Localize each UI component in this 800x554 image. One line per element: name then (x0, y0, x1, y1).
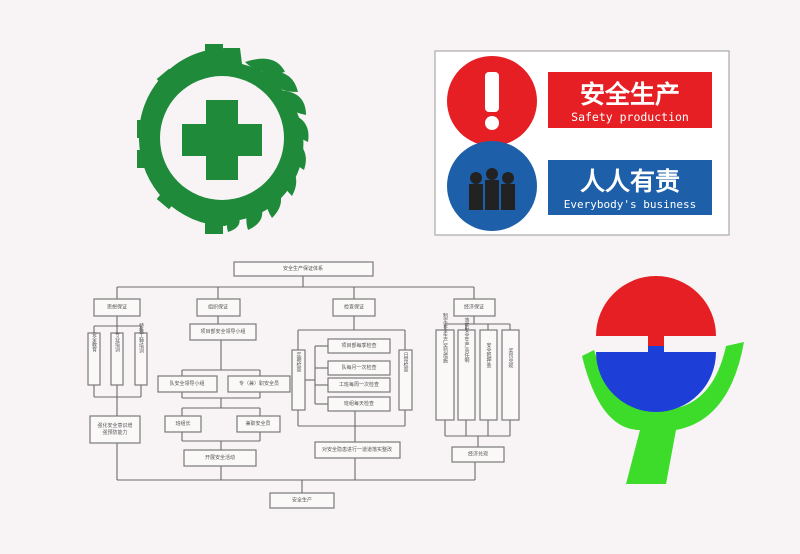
node-branch-econ: 经济保证 (464, 304, 484, 311)
hands-globe-logo (582, 276, 744, 484)
node-thought-result: 强化安全意识增强预防能力 (97, 423, 133, 436)
node-check-item: 工班每周一次检查 (339, 381, 379, 388)
node-org-sub: 队安全领导小组 (169, 380, 204, 387)
node-econ-item: 安全抵押金 (486, 342, 492, 368)
safety-sign-panel: 安全生产 Safety production 人人有责 Everybody's … (434, 50, 730, 236)
node-final: 安全生产 (292, 497, 312, 504)
node-econ-item: 奖罚兑现 (508, 347, 514, 369)
node-check-left: 定期检查 (296, 351, 302, 373)
node-check-item: 项目部每季检查 (341, 342, 376, 349)
node-check-right: 日常检查 (403, 352, 409, 373)
node-thought-item: 特殊工种培训 (138, 322, 144, 354)
node-check-item: 队每月一次检查 (341, 364, 376, 371)
sign-row1-cn: 安全生产 (580, 80, 680, 109)
node-econ-item: 制定安全生产奖罚措施 (442, 312, 448, 364)
node-org-sub2: 兼职安全员 (245, 420, 270, 427)
node-org-sub: 专（兼）职安全员 (239, 380, 279, 387)
sign-row1-en: Safety production (571, 110, 689, 124)
node-org-leader: 项目部安全领导小组 (200, 328, 245, 335)
sign-row2-cn: 人人有责 (580, 167, 680, 196)
node-top: 安全生产保证体系 (283, 265, 323, 272)
node-econ-result: 经济兑现 (468, 451, 488, 458)
sign-row2-en: Everybody's business (564, 198, 696, 211)
node-branch-thought: 思想保证 (107, 304, 127, 311)
node-thought-item: 安全教育 (91, 331, 97, 353)
node-thought-item: 专业培训 (114, 331, 120, 353)
node-check-item: 班组每天检查 (344, 400, 374, 407)
node-econ-item: 落实安全生产责任制 (464, 317, 470, 364)
node-org-result: 开展安全活动 (205, 454, 235, 461)
node-branch-check: 检查保证 (344, 304, 364, 311)
node-org-sub2: 班组长 (175, 420, 190, 427)
safety-guarantee-flowchart: 安全生产保证体系 思想保证 组织保证 检查保证 经济保证 安全教育 专业培训 特… (87, 261, 520, 509)
node-branch-org: 组织保证 (208, 304, 228, 311)
green-cross-safety-logo (137, 44, 309, 234)
node-check-result: 对安全隐患进行一道道落实整改 (322, 446, 392, 453)
